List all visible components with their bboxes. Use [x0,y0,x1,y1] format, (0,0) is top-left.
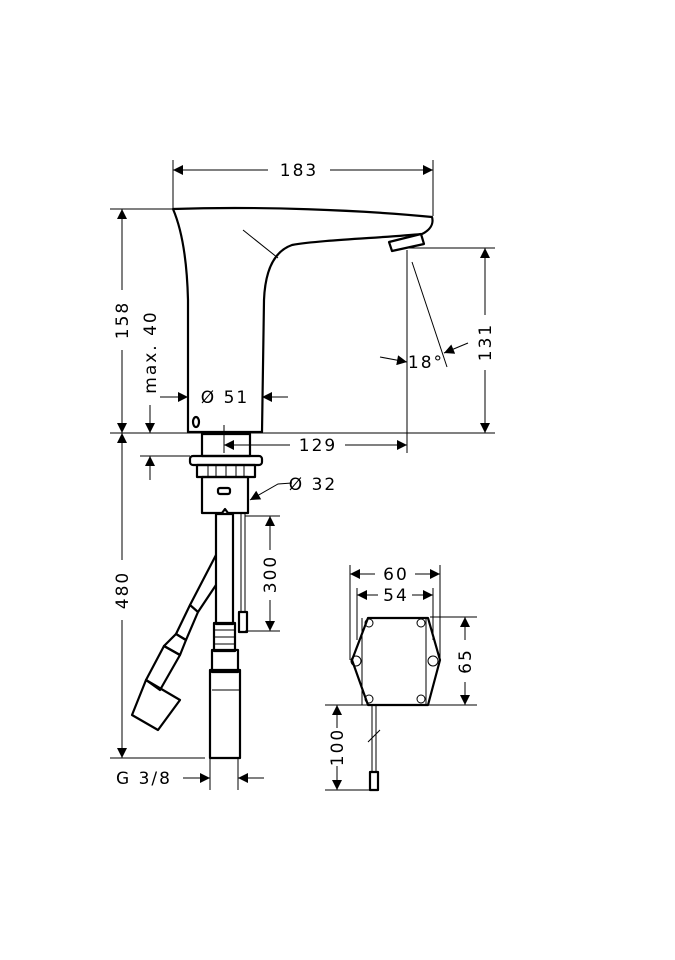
aerator [387,232,426,253]
sensor-window [191,415,201,429]
dim-300-label: 300 [261,555,281,593]
dimension-lines [117,165,490,783]
dim-158-label: 158 [113,301,133,339]
dim-18deg-label: 18° [408,353,444,373]
dim-d32-label: Ø 32 [289,475,337,495]
dim-60-label: 60 [383,565,409,585]
dim-129-label: 129 [299,436,337,456]
shank-assembly [130,432,264,760]
dim-100-label: 100 [328,728,348,766]
dim-54-label: 54 [383,586,409,606]
dim-183-label: 183 [280,161,318,181]
control-box [325,565,477,792]
dim-480-label: 480 [113,571,133,609]
dim-max40-label: max. 40 [141,310,161,393]
faucet-body [171,206,434,434]
dim-131-label: 131 [476,323,496,361]
dim-65-label: 65 [456,648,476,674]
lever-leader [242,229,279,259]
dim-d51-label: Ø 51 [201,388,249,408]
dim-g38-label: G 3/8 [116,769,172,789]
